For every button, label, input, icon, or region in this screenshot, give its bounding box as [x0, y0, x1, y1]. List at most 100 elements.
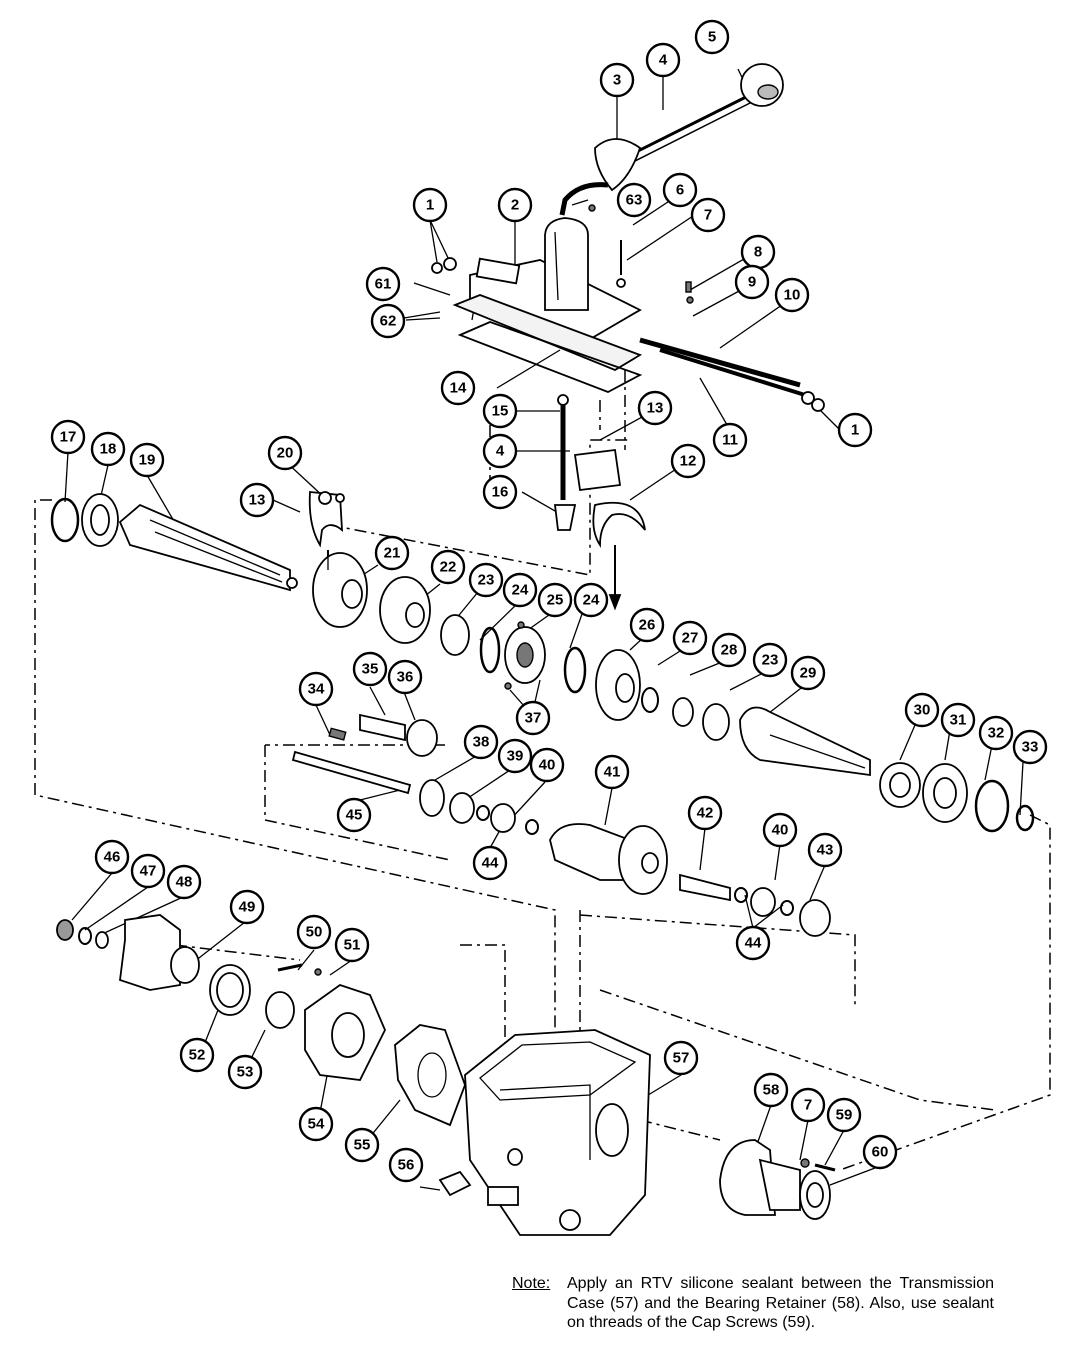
svg-text:10: 10: [784, 287, 801, 304]
svg-text:43: 43: [817, 842, 834, 859]
callout-4b: 4: [482, 433, 518, 469]
svg-text:22: 22: [440, 559, 457, 576]
svg-text:32: 32: [988, 725, 1005, 742]
svg-text:3: 3: [613, 72, 621, 89]
callout-23a: 23: [468, 562, 504, 598]
svg-text:27: 27: [682, 630, 699, 647]
svg-text:28: 28: [721, 642, 738, 659]
svg-text:24: 24: [512, 582, 529, 599]
countershaft: [291, 713, 831, 937]
callout-12: 12: [670, 443, 706, 479]
callout-15: 15: [482, 393, 518, 429]
svg-text:25: 25: [547, 592, 564, 609]
callout-8: 8: [740, 234, 776, 270]
callout-60: 60: [862, 1134, 898, 1170]
note-text: Apply an RTV silicone sealant between th…: [567, 1275, 994, 1331]
callout-48: 48: [166, 864, 202, 900]
svg-text:16: 16: [492, 484, 509, 501]
svg-text:7: 7: [804, 1097, 812, 1114]
svg-text:52: 52: [189, 1047, 206, 1064]
svg-text:44: 44: [482, 855, 499, 872]
callout-44b: 44: [735, 925, 771, 961]
svg-text:1: 1: [426, 197, 434, 214]
mainshaft: [50, 493, 1035, 833]
svg-text:14: 14: [450, 380, 467, 397]
svg-text:34: 34: [308, 681, 325, 698]
svg-text:26: 26: [639, 617, 656, 634]
callout-35: 35: [352, 651, 388, 687]
callout-27: 27: [672, 620, 708, 656]
svg-text:41: 41: [604, 764, 621, 781]
callout-19: 19: [129, 442, 165, 478]
callout-13a: 13: [637, 390, 673, 426]
callout-39: 39: [497, 738, 533, 774]
callout-40a: 40: [529, 747, 565, 783]
callout-22: 22: [430, 549, 466, 585]
callout-42: 42: [687, 795, 723, 831]
callout-44a: 44: [472, 845, 508, 881]
svg-text:6: 6: [676, 182, 684, 199]
callout-21: 21: [374, 535, 410, 571]
callout-1a: 1: [412, 187, 448, 223]
svg-text:55: 55: [354, 1137, 371, 1154]
callout-7b: 7: [790, 1087, 826, 1123]
callout-57: 57: [663, 1040, 699, 1076]
shift-forks: [308, 394, 646, 560]
callout-43: 43: [807, 832, 843, 868]
svg-text:63: 63: [626, 192, 643, 209]
callout-28: 28: [711, 632, 747, 668]
callout-45: 45: [336, 797, 372, 833]
svg-text:13: 13: [647, 400, 664, 417]
svg-text:39: 39: [507, 748, 524, 765]
callout-24a: 24: [502, 572, 538, 608]
svg-text:19: 19: [139, 452, 156, 469]
callout-33: 33: [1012, 729, 1048, 765]
svg-text:4: 4: [496, 443, 505, 460]
svg-text:23: 23: [762, 652, 779, 669]
callout-46: 46: [94, 839, 130, 875]
callout-16: 16: [482, 474, 518, 510]
callout-7a: 7: [690, 197, 726, 233]
callout-18: 18: [90, 431, 126, 467]
callout-26: 26: [629, 607, 665, 643]
callout-55: 55: [344, 1127, 380, 1163]
svg-text:35: 35: [362, 661, 379, 678]
callout-5: 5: [694, 19, 730, 55]
leader-lines: [64, 68, 1024, 1191]
svg-text:1: 1: [851, 422, 859, 439]
svg-text:31: 31: [950, 712, 967, 729]
output-end: [56, 914, 472, 1197]
svg-text:40: 40: [539, 757, 556, 774]
callout-6: 6: [662, 172, 698, 208]
callout-25: 25: [537, 582, 573, 618]
callout-3: 3: [599, 62, 635, 98]
svg-text:21: 21: [384, 545, 401, 562]
callout-32: 32: [978, 715, 1014, 751]
svg-text:46: 46: [104, 849, 121, 866]
callout-61: 61: [365, 266, 401, 302]
svg-text:45: 45: [346, 807, 363, 824]
svg-text:20: 20: [277, 445, 294, 462]
svg-text:54: 54: [308, 1116, 325, 1133]
exploded-parts-diagram: 1 1 2 3 4 4 5 6 7 7 8 9 10 11 12 13 13 1…: [34, 19, 1051, 1236]
svg-text:47: 47: [140, 863, 157, 880]
callout-13b: 13: [239, 482, 275, 518]
bearing-retainer: [719, 1139, 836, 1220]
callout-49: 49: [229, 889, 265, 925]
callout-4a: 4: [645, 42, 681, 78]
svg-text:37: 37: [525, 710, 542, 727]
svg-text:61: 61: [375, 276, 392, 293]
svg-text:29: 29: [800, 665, 817, 682]
svg-text:5: 5: [708, 29, 716, 46]
callout-24b: 24: [573, 582, 609, 618]
svg-text:2: 2: [511, 197, 519, 214]
callout-52: 52: [179, 1037, 215, 1073]
callout-10: 10: [774, 277, 810, 313]
svg-text:60: 60: [872, 1144, 889, 1161]
callout-41: 41: [594, 754, 630, 790]
callout-31: 31: [940, 702, 976, 738]
callout-59: 59: [826, 1097, 862, 1133]
callout-38: 38: [463, 724, 499, 760]
callout-20: 20: [267, 435, 303, 471]
callout-54: 54: [298, 1106, 334, 1142]
